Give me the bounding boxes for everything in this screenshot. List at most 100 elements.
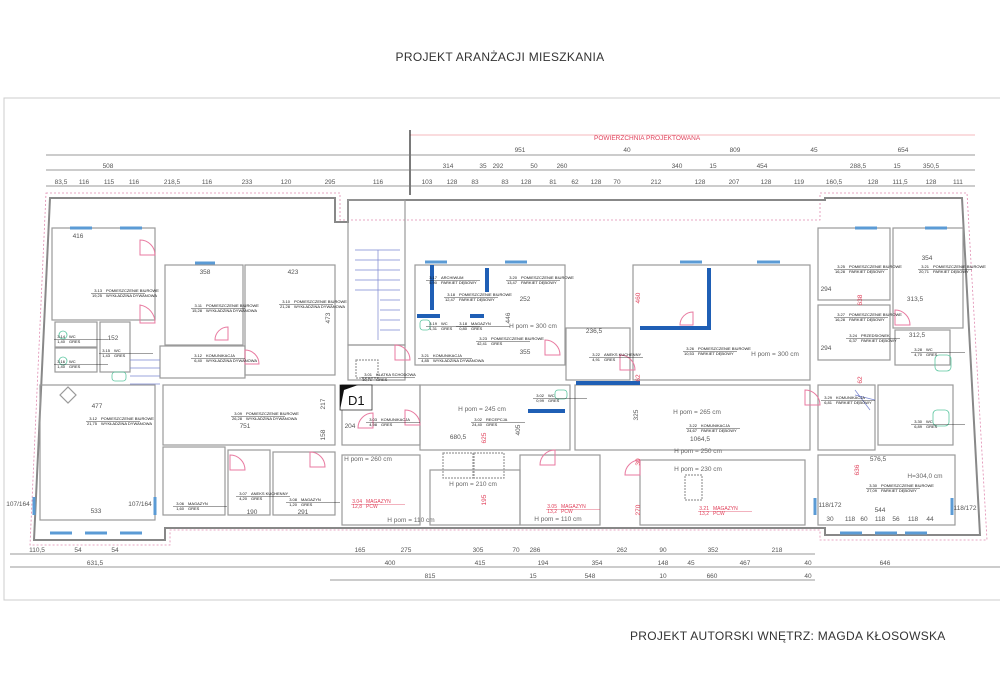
dimension-label: 118/172 — [953, 505, 976, 512]
dimension-label: 35 — [479, 163, 487, 170]
room-finish: GRES — [926, 424, 938, 429]
red-dimension-label: 270 — [635, 504, 642, 515]
dimension-label: 107/164 — [128, 501, 152, 508]
dimension-label: 70 — [613, 179, 621, 186]
dimension-label: 115 — [104, 179, 115, 186]
room-area: 6,81 — [824, 400, 833, 405]
room-finish: PARKIET DĘBOWY — [881, 488, 917, 493]
room-area: 15,28 — [192, 308, 203, 313]
room-finish: GRES — [188, 506, 200, 511]
room-name: POMIESZCZENIE BIUROWE — [933, 264, 986, 269]
dimension-label: 294 — [821, 286, 832, 293]
room-name: ANEKS KUCHENNY — [604, 352, 641, 357]
room-name: MAGAZYN — [561, 504, 586, 510]
room-number: 3.04 — [352, 499, 362, 505]
room-finish: WYKŁADZINA DYWANOWA — [246, 416, 297, 421]
room-finish: PARKIET DĘBOWY — [701, 428, 737, 433]
dimension-label: 260 — [557, 163, 568, 170]
doors — [139, 239, 911, 476]
room-area: 5,90 — [429, 280, 438, 285]
room-area: 24,40 — [472, 422, 483, 427]
room-area: 12,8 — [352, 504, 362, 510]
dimension-label: 354 — [592, 560, 603, 567]
dimension-label: 548 — [585, 573, 596, 580]
dimension-label: 631,5 — [87, 560, 104, 567]
room-area: 16,28 — [835, 269, 846, 274]
dimension-label: 90 — [659, 547, 667, 554]
room-name: MAGAZYN — [366, 499, 391, 505]
room-number: 3.06 — [176, 501, 185, 506]
dimension-label: 751 — [240, 423, 251, 430]
dimension-label: 325 — [633, 409, 640, 420]
dimension-label: 212 — [651, 179, 662, 186]
room-area: 6,40 — [194, 358, 203, 363]
room-name: KOMUNIKACJA — [701, 423, 730, 428]
dimension-label: 118 — [908, 516, 919, 523]
dimension-label: 207 — [729, 179, 740, 186]
room-area: 21,28 — [280, 304, 291, 309]
room-name: WC — [926, 347, 933, 352]
dimension-label: 218 — [772, 547, 783, 554]
room-finish: PARKIET DĘBOWY — [933, 269, 969, 274]
dimension-label: 30 — [826, 516, 834, 523]
room-area: 12,47 — [445, 297, 456, 302]
dimension-label: 160,5 — [826, 179, 843, 186]
dimension-label: 128 — [447, 179, 458, 186]
room-area: 26,28 — [232, 416, 243, 421]
red-dimension-label: 62 — [635, 374, 642, 382]
room-height-label: H pom = 260 cm — [344, 456, 392, 463]
dimension-label: 262 — [617, 547, 628, 554]
room-finish: GRES — [251, 496, 263, 501]
red-dimension-label: 625 — [481, 432, 488, 443]
dimension-label: 454 — [757, 163, 768, 170]
dimension-label: 355 — [520, 349, 531, 356]
room-number: 3.27 — [837, 312, 846, 317]
dimension-label: 358 — [200, 269, 211, 276]
room-area: 1,40 — [57, 339, 66, 344]
room-name: MAGAZYN — [301, 497, 321, 502]
room-finish: GRES — [376, 377, 388, 382]
walls — [39, 199, 964, 526]
room-name: POMIESZCZENIE BIUROWE — [491, 336, 544, 341]
room-number: 3.25 — [837, 264, 846, 269]
room-finish: GRES — [548, 398, 560, 403]
dimension-label: 119 — [794, 179, 805, 186]
designed-area-label: POWIERZCHNIA PROJEKTOWANA — [594, 135, 701, 142]
room-name: POMIESZCZENIE BIUROWE — [521, 275, 574, 280]
room-area: 4,20 — [239, 496, 248, 501]
room-number: 3.28 — [914, 347, 923, 352]
room-area: 13,2 — [699, 511, 709, 517]
dimension-label: 15 — [893, 163, 901, 170]
dimension-label: 292 — [493, 163, 504, 170]
room-height-label: H pom = 300 cm — [751, 351, 799, 358]
room-name: KLATKA SCHODOWA — [376, 372, 416, 377]
room-number: 3.16 — [57, 359, 66, 364]
room-finish: PCW — [713, 511, 725, 517]
room-name: RECEPCJA — [486, 417, 508, 422]
room-finish: GRES — [301, 502, 313, 507]
dimension-label: 50 — [530, 163, 538, 170]
dimension-label: 217 — [320, 398, 327, 409]
room-name: WC — [69, 359, 76, 364]
room-finish: GRES — [486, 422, 498, 427]
dimension-label: 81 — [549, 179, 557, 186]
room-number: 3.15 — [102, 348, 111, 353]
room-name: WC — [69, 334, 76, 339]
room-number: 3.01 — [364, 372, 373, 377]
dimension-label: 400 — [385, 560, 396, 567]
room-number: 3.24 — [849, 333, 858, 338]
dimension-label: 40 — [804, 560, 812, 567]
dimension-label: 576,5 — [870, 456, 887, 463]
